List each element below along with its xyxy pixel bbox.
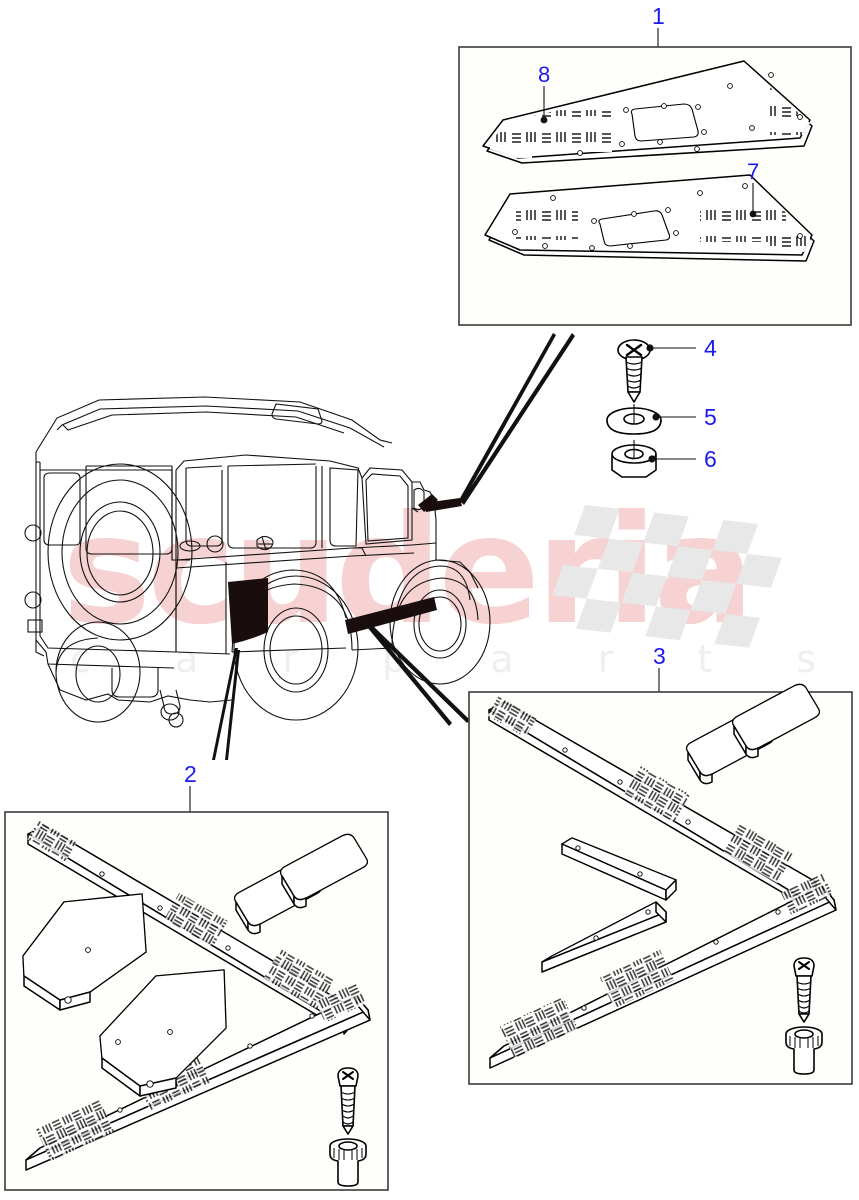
leader-lines <box>212 333 575 760</box>
item-8-label: 8 <box>538 62 550 87</box>
panel-3: 3 <box>468 643 853 1085</box>
checkered-flag-icon <box>552 505 782 648</box>
watermark-group: scuderia c a r p a r t s <box>62 484 852 681</box>
front-wing-top-highlight-2 <box>424 498 462 512</box>
panel-2-callout-label: 2 <box>184 761 197 787</box>
panel-2: 2 <box>4 761 389 1191</box>
rear-quarter-panel-highlight <box>228 578 268 644</box>
leader-to-panel-2-a <box>212 648 238 760</box>
wing-top-plate-left: 8 <box>482 60 813 164</box>
p2-small-plate-right <box>279 833 369 909</box>
panel-1-callout-label: 1 <box>652 3 665 29</box>
p3-screw-cross-head <box>793 957 815 1023</box>
item-5-label: 5 <box>704 404 717 430</box>
p2-screw-cross-head <box>337 1067 359 1135</box>
washer-plain: 5 <box>606 404 717 435</box>
panel-1: 1 <box>458 3 852 326</box>
panel-3-callout-label: 3 <box>653 643 666 669</box>
item-7-label: 7 <box>747 159 759 184</box>
leader-to-panel-2-b <box>225 650 240 760</box>
item-4-label: 4 <box>704 335 717 361</box>
p3-sill-strip-lower <box>489 873 837 1069</box>
p2-corner-plate-upper <box>22 893 147 1011</box>
p3-rivnut-insert <box>785 1026 823 1075</box>
leader-to-panel-3-a <box>365 621 470 723</box>
fastener-stack: 4 5 6 <box>606 335 717 478</box>
leader-to-panel-3-b <box>367 624 452 726</box>
leader-to-panel-1-b <box>461 333 575 505</box>
p3-medium-strip-lower <box>541 901 667 973</box>
leader-to-panel-1-a <box>459 333 556 503</box>
p2-sill-strip-upper <box>27 820 357 1035</box>
wing-top-plate-right: 7 <box>484 159 815 262</box>
p2-corner-plate-lower <box>99 969 227 1097</box>
p3-small-plate-right <box>731 683 821 759</box>
item-6-label: 6 <box>704 446 717 472</box>
nut-hex: 6 <box>611 440 717 478</box>
p3-medium-strip-upper <box>561 837 677 901</box>
vehicle-illustration <box>24 396 491 728</box>
p2-rivnut-insert <box>329 1138 367 1187</box>
p2-sill-strip-lower <box>25 981 371 1171</box>
watermark-car-parts: c a r p a r t s <box>70 637 852 681</box>
screw-cross-head: 4 <box>617 335 717 403</box>
